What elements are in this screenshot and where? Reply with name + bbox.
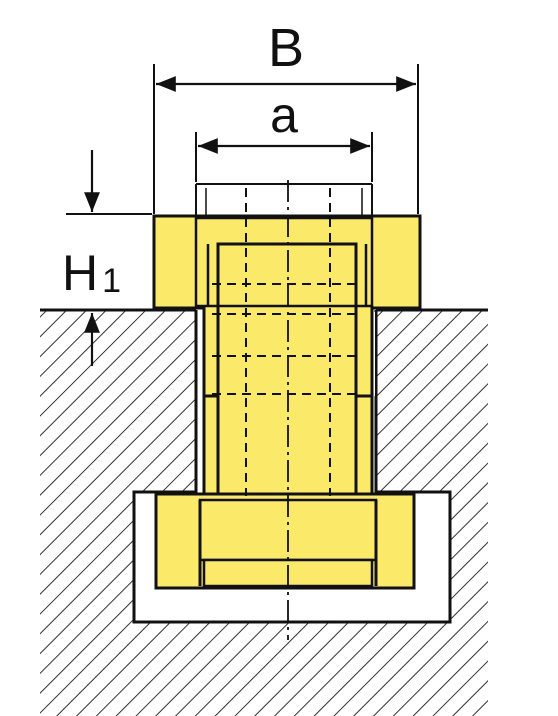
label-B: B (268, 18, 304, 78)
label-a: a (270, 87, 298, 143)
dimension-B: B (153, 18, 419, 214)
label-H: H (62, 245, 98, 301)
dimension-a: a (195, 87, 373, 182)
bolt-body (216, 242, 358, 496)
bolt-head-outline (195, 183, 373, 216)
hidden-lines (212, 188, 362, 496)
label-H-subscript: 1 (102, 262, 121, 300)
